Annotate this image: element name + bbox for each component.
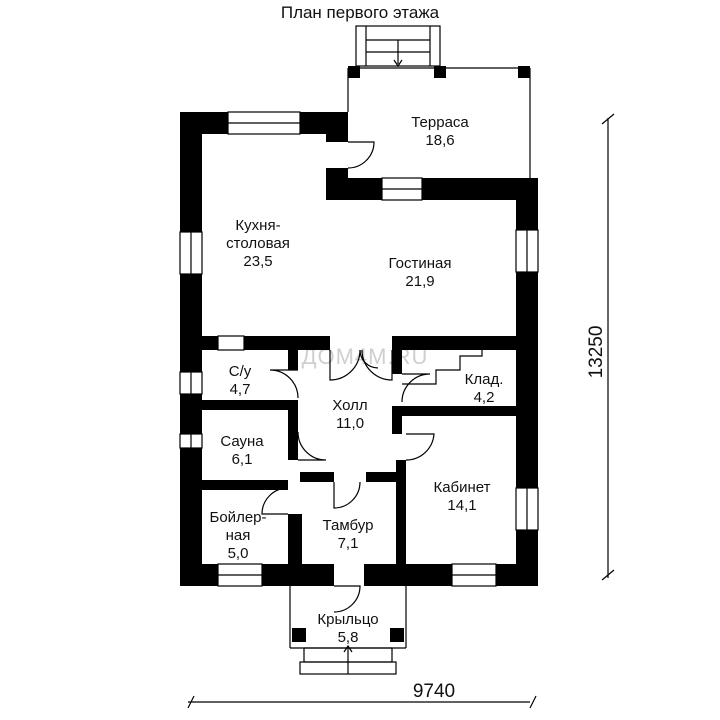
room-name-sauna: Сауна <box>220 433 264 450</box>
porch-posts <box>292 628 404 642</box>
room-name-terrace: Терраса <box>411 114 469 131</box>
room-name2-boiler: ная <box>226 527 251 544</box>
room-area-boiler: 5,0 <box>228 545 249 562</box>
kladovka-stair <box>402 350 483 385</box>
room-area-terrace: 18,6 <box>425 132 454 149</box>
terrace-steps <box>355 25 441 68</box>
room-area-kitchen: 23,5 <box>243 253 272 270</box>
room-name-kitchen: Кухня- <box>235 217 280 234</box>
dimension-height-label: 13250 <box>586 326 607 379</box>
room-area-hall: 11,0 <box>336 415 364 432</box>
room-name-vestibule: Тамбур <box>323 517 374 534</box>
dimension-height <box>601 113 615 581</box>
windows <box>179 111 539 587</box>
room-name-office: Кабинет <box>433 479 490 496</box>
plan-title: План первого этажа <box>281 3 440 22</box>
room-labels: Терраса 18,6 Кухня- столовая 23,5 Гостин… <box>210 114 504 646</box>
doors <box>261 141 435 613</box>
room-area-sauna: 6,1 <box>232 451 253 468</box>
dimension-width <box>187 695 537 709</box>
room-name-porch: Крыльцо <box>317 611 378 628</box>
room-name-boiler: Бойлер- <box>210 509 267 526</box>
room-name2-kitchen: столовая <box>226 235 290 252</box>
room-area-living: 21,9 <box>405 273 434 290</box>
room-name-wc: С/у <box>229 363 252 380</box>
room-area-vestibule: 7,1 <box>338 535 359 552</box>
room-area-office: 14,1 <box>447 497 476 514</box>
room-area-storage: 4,2 <box>474 389 495 406</box>
room-area-porch: 5,8 <box>338 629 359 646</box>
porch <box>289 586 407 675</box>
room-name-living: Гостиная <box>389 255 452 272</box>
dimension-width-label: 9740 <box>413 681 455 702</box>
room-name-storage: Клад. <box>465 371 504 388</box>
room-name-hall: Холл <box>332 397 367 414</box>
terrace-posts <box>348 66 530 78</box>
room-area-wc: 4,7 <box>230 381 251 398</box>
